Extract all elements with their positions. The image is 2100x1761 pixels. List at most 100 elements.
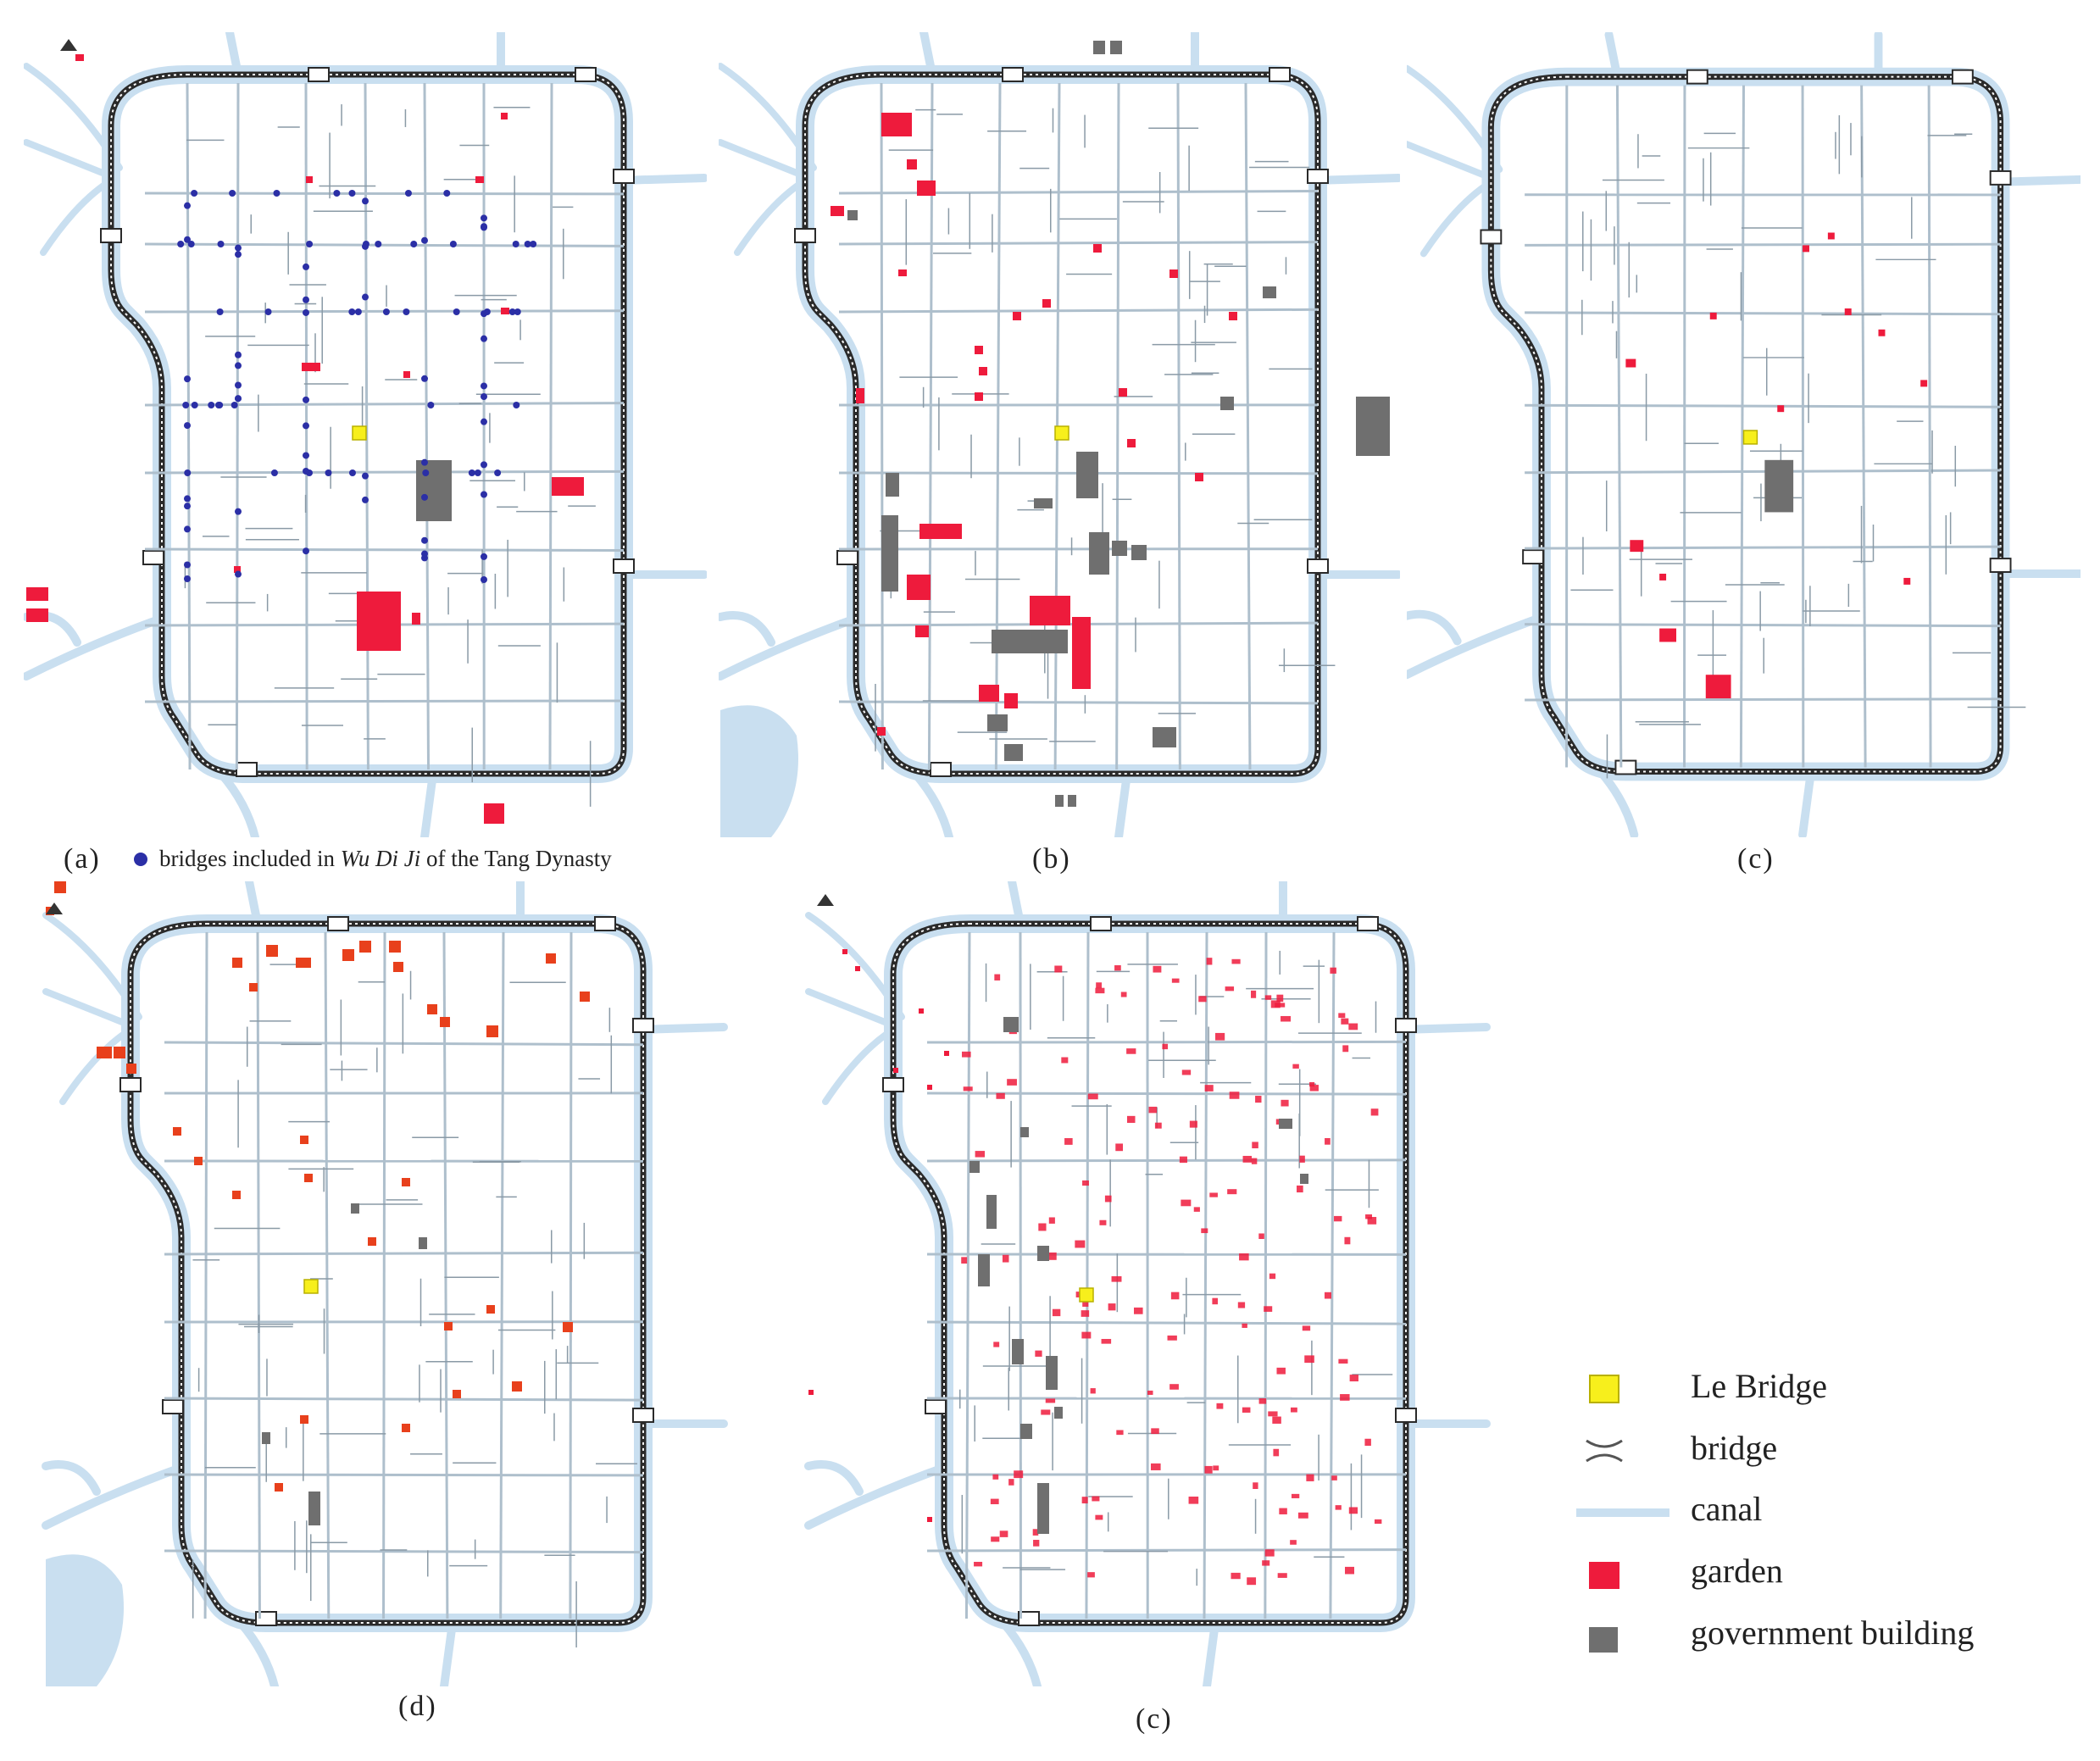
bridge-dot: [481, 335, 487, 342]
government-marker: [1093, 41, 1105, 54]
street: [164, 1041, 644, 1047]
city-gate: [1522, 549, 1544, 565]
mountain-icon: [60, 39, 77, 51]
bridge-dot: [362, 496, 369, 503]
garden-marker: [1189, 1120, 1197, 1128]
legend-label-le-bridge: Le Bridge: [1691, 1367, 1828, 1405]
canal: [719, 611, 775, 647]
government-marker: [308, 1492, 320, 1525]
garden-marker: [1007, 1079, 1017, 1086]
city-gate: [930, 762, 952, 777]
garden-marker: [1334, 1215, 1342, 1222]
garden-marker: [444, 1322, 453, 1330]
garden-marker: [1349, 1375, 1358, 1382]
government-marker: [262, 1432, 270, 1444]
bridge-dot: [303, 452, 309, 459]
government-marker: [1037, 1483, 1049, 1534]
street: [164, 1549, 644, 1554]
street: [499, 931, 505, 1619]
government-marker: [986, 1195, 997, 1229]
canal: [1798, 767, 1815, 837]
garden-marker: [1255, 1096, 1262, 1103]
bridge-note: bridges included in Wu Di Ji of the Tang…: [134, 846, 612, 872]
garden-marker: [1179, 1156, 1187, 1164]
bridge-dot: [184, 375, 191, 383]
city-gate: [162, 1399, 184, 1414]
garden-marker: [304, 1174, 313, 1182]
garden-marker: [974, 1561, 983, 1567]
government-marker: [969, 1161, 980, 1173]
city-gate: [632, 1408, 654, 1423]
garden-marker: [296, 958, 311, 968]
map-panel-e: [761, 881, 1534, 1686]
government-marker: [1263, 286, 1276, 298]
garden-marker: [1292, 1064, 1299, 1069]
canal: [805, 988, 897, 1029]
garden-marker: [1272, 1416, 1281, 1424]
garden-marker: [1338, 1358, 1348, 1364]
government-marker: [1300, 1174, 1308, 1184]
street: [927, 82, 934, 770]
bridge-dot: [191, 190, 198, 197]
garden-marker: [26, 587, 48, 601]
canal: [1407, 141, 1495, 181]
city-gate: [255, 1611, 277, 1626]
city-gate: [1951, 69, 1974, 85]
garden-marker: [1181, 1069, 1192, 1075]
bridge-dot: [264, 308, 272, 315]
government-marker: [1356, 397, 1390, 456]
garden-marker: [1920, 380, 1928, 387]
bridge-dot: [191, 402, 198, 408]
garden-marker: [1054, 965, 1063, 973]
garden-marker: [1204, 1465, 1213, 1474]
garden-marker: [1225, 986, 1235, 992]
bridge-dot: [481, 575, 487, 583]
street: [1264, 931, 1268, 1619]
garden-marker: [991, 1536, 1000, 1542]
city-gate: [1090, 916, 1112, 931]
garden-marker: [1075, 1240, 1086, 1248]
garden-marker: [402, 1178, 410, 1186]
government-marker: [1076, 452, 1098, 498]
city-gate: [1480, 229, 1503, 245]
garden-marker: [368, 1237, 376, 1246]
garden-marker: [1252, 1142, 1258, 1149]
garden-marker: [1276, 1367, 1286, 1375]
city-gate: [1018, 1611, 1040, 1626]
government-marker: [886, 473, 899, 497]
bridge-dot: [362, 197, 369, 205]
bridge-dot: [216, 308, 224, 315]
garden-marker: [963, 1086, 973, 1092]
legend-label-bridge: bridge: [1691, 1429, 1778, 1467]
government-marker: [1089, 532, 1109, 575]
bridge-dot: [303, 296, 309, 303]
garden-marker: [1008, 1479, 1014, 1486]
bridge-dot: [235, 570, 242, 578]
garden-marker: [961, 1257, 968, 1264]
garden-marker: [1878, 329, 1886, 336]
bridge-dot: [184, 525, 191, 533]
bridge-dot: [184, 202, 191, 209]
garden-marker: [234, 566, 241, 573]
city-wall-texture: [804, 74, 1319, 775]
canal: [440, 1619, 457, 1686]
garden-marker: [881, 113, 912, 136]
garden-marker: [26, 608, 48, 622]
garden-marker: [1269, 1273, 1276, 1280]
garden-marker: [1253, 1482, 1258, 1489]
garden-marker: [1099, 1219, 1107, 1225]
garden-marker: [999, 1530, 1008, 1537]
canal: [420, 769, 437, 837]
garden-marker: [1048, 1217, 1055, 1224]
garden-marker: [1181, 1199, 1192, 1207]
street: [144, 192, 625, 196]
street: [1176, 82, 1181, 770]
government-marker: [978, 1254, 990, 1286]
garden-marker: [1120, 992, 1127, 997]
bridge-dot: [270, 469, 278, 476]
bridge-dot: [481, 461, 487, 469]
street: [1739, 85, 1745, 768]
government-marker: [416, 460, 452, 521]
garden-marker: [1081, 1331, 1092, 1339]
canal: [42, 988, 134, 1029]
